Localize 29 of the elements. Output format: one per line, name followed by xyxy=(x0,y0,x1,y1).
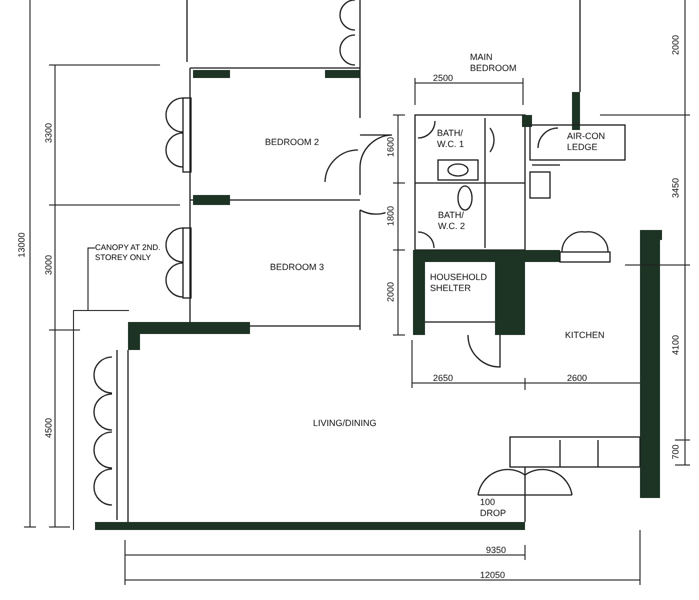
dimension-text: 13000 xyxy=(16,232,28,258)
dimension-text: 4500 xyxy=(44,418,54,438)
dimension-text: 100 DROP xyxy=(480,497,508,519)
room-label: KITCHEN xyxy=(565,330,605,341)
canopy-outline xyxy=(73,310,129,530)
room-label: MAIN BEDROOM xyxy=(470,52,514,74)
dimension-text: 2000 xyxy=(670,34,682,56)
dimension-text: 2500 xyxy=(433,73,454,84)
room-label: HOUSEHOLD SHELTER xyxy=(430,272,488,294)
leader-line xyxy=(88,248,96,310)
dimension-text: 3450 xyxy=(670,178,682,198)
dimension-text: 12050 xyxy=(480,570,506,581)
callout-note: CANOPY AT 2ND. STOREY ONLY xyxy=(95,243,175,263)
dimension-text: 3000 xyxy=(44,254,54,276)
dimension-text: 700 xyxy=(670,444,682,460)
dimension-text: 2000 xyxy=(386,282,396,302)
dimension-text: 9350 xyxy=(486,545,506,556)
room-label: BEDROOM 2 xyxy=(265,137,320,148)
dimension-text: 3300 xyxy=(44,122,54,144)
room-label: BEDROOM 3 xyxy=(270,262,324,273)
dimension-text: 1800 xyxy=(386,206,396,226)
room-label: AIR-CON LEDGE xyxy=(567,131,606,153)
dimension-text: 2650 xyxy=(433,373,454,384)
room-label: BATH/ W.C. 1 xyxy=(437,128,466,150)
room-label: LIVING/DINING xyxy=(313,418,377,429)
room-label: BATH/ W.C. 2 xyxy=(438,210,466,232)
dimension-text: 2600 xyxy=(567,373,588,384)
dimension-text: 1600 xyxy=(386,136,396,158)
dimension-text: 4100 xyxy=(670,334,682,356)
